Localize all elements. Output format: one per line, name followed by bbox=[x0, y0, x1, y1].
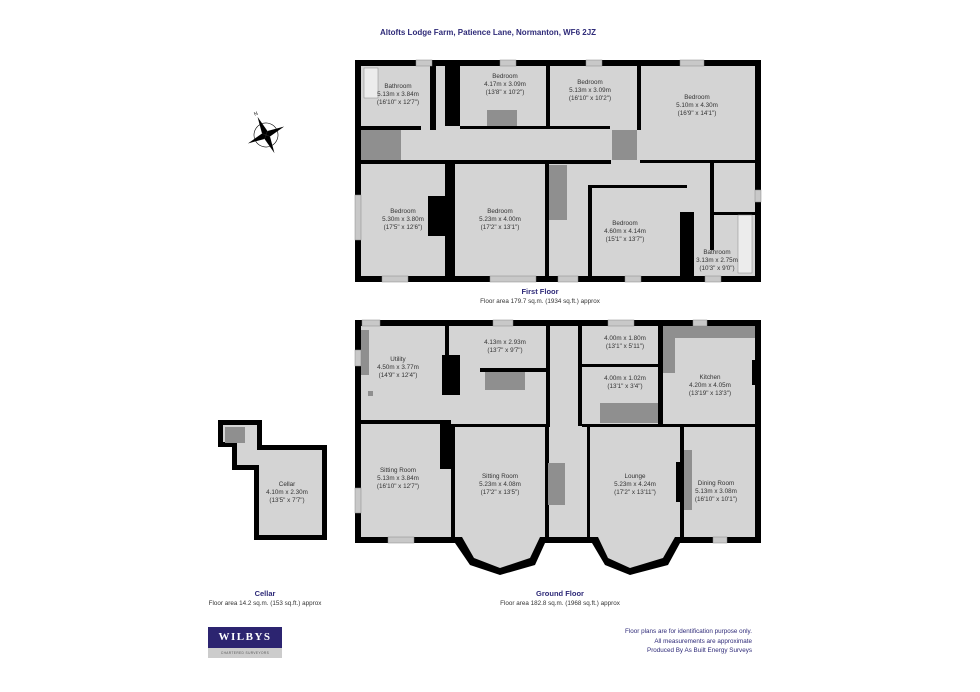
cellar-plan bbox=[218, 420, 327, 540]
property-address: Altofts Lodge Farm, Patience Lane, Norma… bbox=[380, 28, 597, 37]
room-label: 4.13m x 2.93m(13'7" x 9'7") bbox=[484, 339, 526, 354]
first-floor-plan bbox=[354, 59, 762, 283]
ground-floor-plan bbox=[354, 319, 761, 575]
room-label: 4.00m x 1.80m(13'1" x 5'11") bbox=[604, 335, 646, 350]
compass-rose-icon: N bbox=[247, 111, 285, 154]
compass-north-label: N bbox=[253, 111, 259, 118]
disclaimer-notes: Floor plans are for identification purpo… bbox=[625, 628, 752, 654]
room-label: 4.00m x 1.02m(13'1" x 3'4") bbox=[604, 375, 646, 390]
wilbys-logo: WILBYS CHARTERED SURVEYORS bbox=[208, 627, 282, 658]
